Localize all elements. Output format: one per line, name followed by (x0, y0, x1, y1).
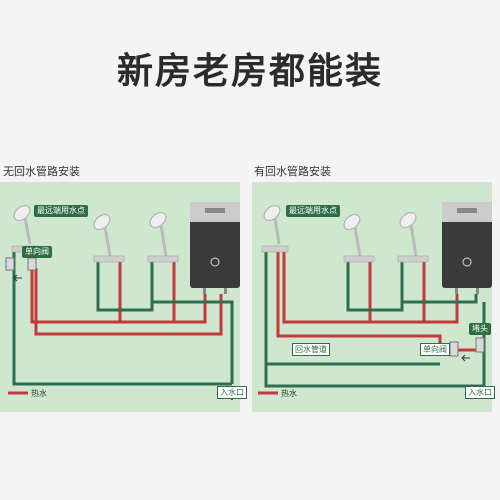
left-water-heater (190, 202, 240, 294)
left-cold-pipes (12, 250, 234, 386)
left-check-valve (5, 257, 37, 282)
right-shower-head-2 (343, 214, 362, 257)
left-tag-far-outlet: 最远端用水点 (34, 205, 88, 217)
right-tag-return-pipe: 回水管道 (292, 343, 330, 356)
left-tag-inlet: 入水口 (217, 386, 247, 399)
right-panel-title: 有回水管路安装 (254, 165, 331, 178)
left-tag-check-valve: 单向阀 (22, 246, 52, 258)
right-shower-head-1 (263, 205, 281, 245)
right-legend-hot-label: 热水 (281, 389, 297, 398)
right-cold-pipes (264, 250, 486, 388)
right-tag-far-outlet: 最远端用水点 (286, 205, 340, 217)
right-check-valve (449, 337, 485, 362)
left-panel-title: 无回水管路安装 (3, 165, 80, 178)
right-tag-inlet: 入水口 (465, 386, 495, 399)
left-hot-pipes (30, 256, 223, 336)
right-shower-head-3 (399, 212, 418, 257)
right-tag-check-valve: 单向阀 (420, 343, 450, 356)
left-shower-head-2 (93, 214, 112, 257)
left-legend-hot-label: 热水 (31, 389, 47, 398)
right-water-heater (442, 202, 492, 294)
right-mixing-valves (261, 245, 429, 263)
right-tag-plug: 堵头 (469, 323, 491, 335)
left-shower-head-3 (149, 212, 168, 257)
left-shower-head-1 (13, 205, 32, 245)
page-headline: 新房老房都能装 (116, 51, 383, 92)
